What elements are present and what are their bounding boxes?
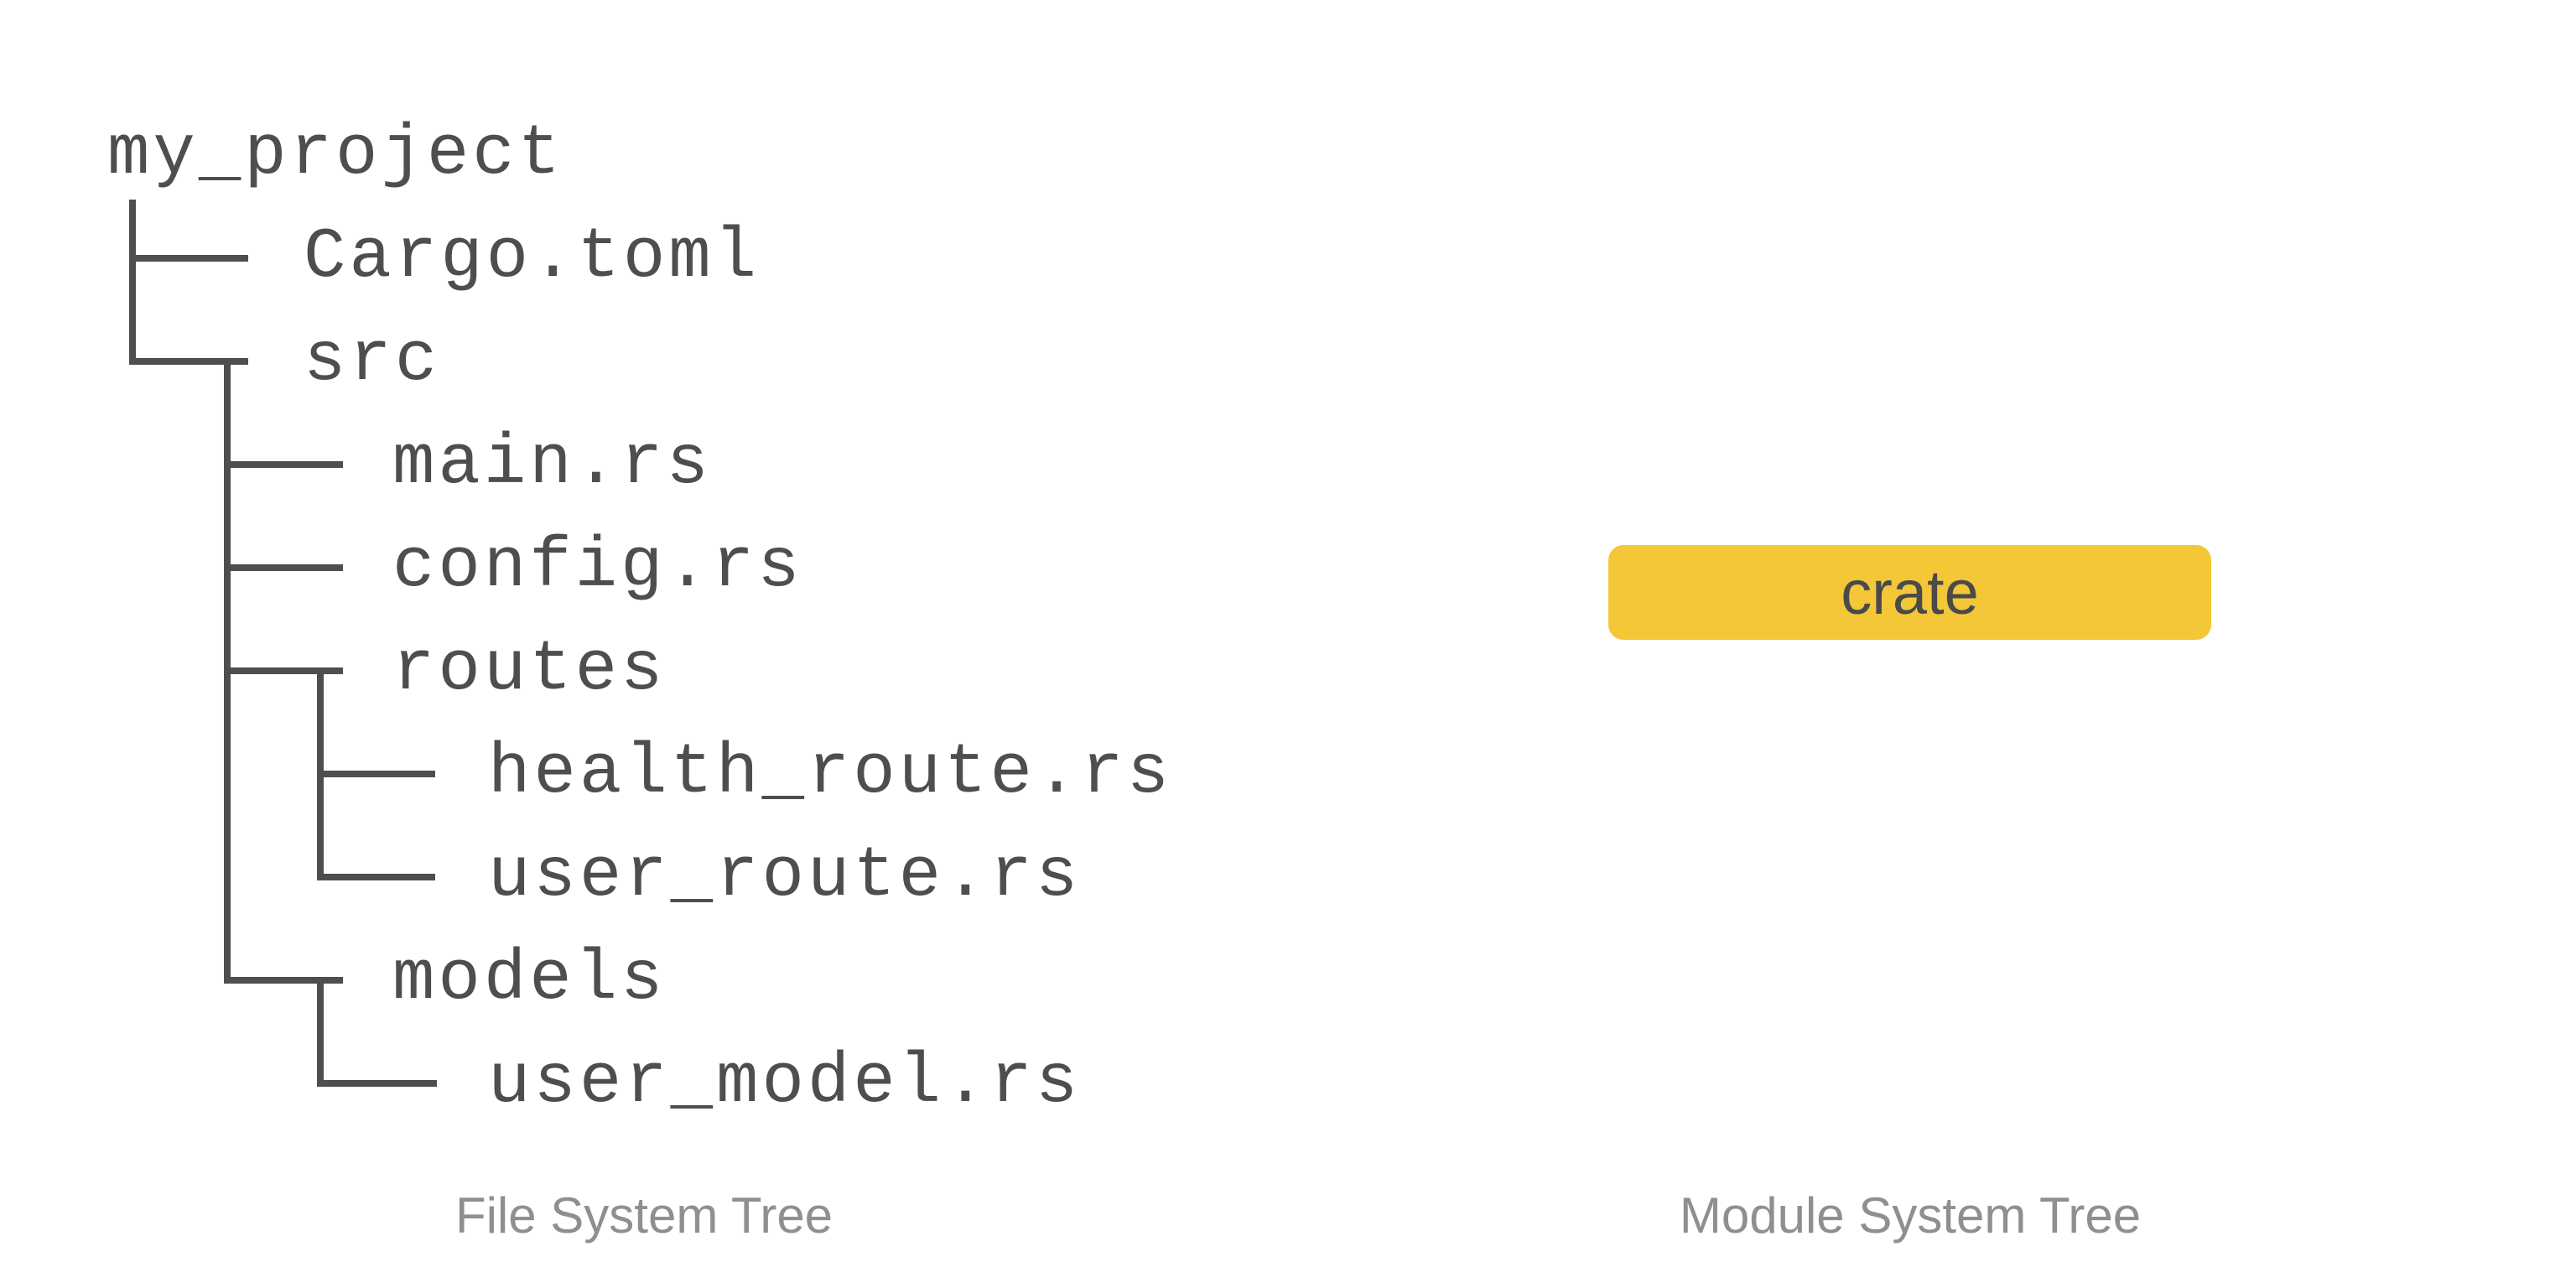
tree-branch-cargo-toml [129,255,248,262]
crate-module-label: crate [1841,558,1979,627]
tree-branch-routes [224,667,343,674]
tree-node-health-route-rs: health_route.rs [488,734,1173,813]
tree-branch-health-route-rs [317,771,435,777]
tree-node-my-project: my_project [107,115,564,195]
tree-branch-user-model-rs [317,1080,437,1087]
tree-branch-main-rs [224,461,343,468]
tree-node-user-route-rs: user_route.rs [488,837,1082,917]
tree-line-root-vertical [129,200,136,365]
tree-node-models: models [392,940,667,1020]
tree-node-main-rs: main.rs [392,424,712,504]
tree-line-models-children-vertical [317,977,324,1087]
tree-node-config-rs: config.rs [392,527,803,607]
tree-node-src: src [304,321,441,401]
tree-branch-models [224,977,343,984]
tree-node-user-model-rs: user_model.rs [488,1043,1082,1123]
tree-node-routes: routes [392,631,667,710]
module-system-tree-caption: Module System Tree [1679,1187,2142,1244]
file-system-tree-caption: File System Tree [454,1187,834,1244]
tree-branch-config-rs [224,564,343,571]
tree-node-cargo-toml: Cargo.toml [304,218,761,298]
crate-module-box: crate [1608,545,2211,640]
tree-branch-user-route-rs [317,874,435,880]
tree-branch-src [129,358,248,365]
